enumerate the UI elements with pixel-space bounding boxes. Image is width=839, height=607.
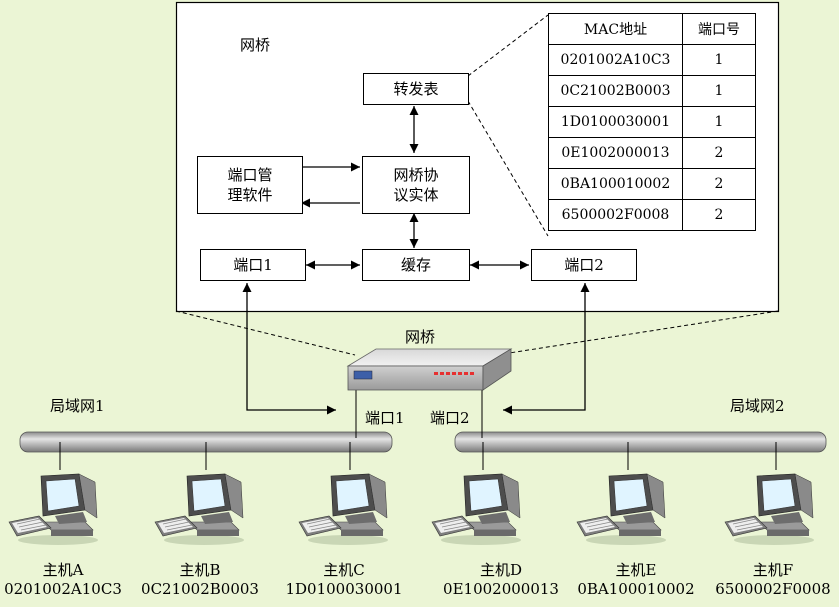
arrow-lan-port1: [242, 283, 336, 415]
host-name: 主机C: [323, 561, 365, 579]
mac-cell: 1D0100030001: [548, 106, 683, 138]
host-name: 主机F: [752, 561, 794, 579]
port-cell: 2: [682, 199, 756, 231]
table-row: 0201002A10C3 1: [548, 44, 756, 76]
computer-e-icon: [576, 473, 667, 546]
port-cell: 2: [682, 137, 756, 169]
host-name: 主机A: [42, 561, 84, 579]
lan2-label: 局域网2: [730, 397, 785, 415]
host-b-label: 主机B 0C21002B0003: [135, 561, 265, 599]
host-name: 主机D: [479, 561, 523, 579]
arrow-lan-port2: [503, 283, 590, 415]
bridge-leds: [434, 372, 474, 375]
computer-d-icon: [431, 473, 522, 546]
port-cell: 1: [682, 106, 756, 138]
bridge-device: [346, 348, 513, 391]
host-mac: 6500002F0008: [715, 580, 831, 598]
lan1-label: 局域网1: [50, 397, 105, 415]
host-mac: 0201002A10C3: [4, 580, 122, 598]
mac-forwarding-table: MAC地址 端口号 0201002A10C3 1 0C21002B0003 1 …: [548, 13, 756, 231]
table-row: 0C21002B0003 1: [548, 75, 756, 107]
table-row: 0BA100010002 2: [548, 168, 756, 200]
computer-a-icon: [8, 473, 99, 546]
host-c-label: 主机C 1D0100030001: [279, 561, 409, 599]
host-mac: 0BA100010002: [577, 580, 695, 598]
header-port: 端口号: [682, 13, 756, 45]
port1-box: 端口1: [200, 249, 306, 281]
mac-cell: 0BA100010002: [548, 168, 683, 200]
buffer-box: 缓存: [362, 249, 470, 281]
protocol-entity-line1: 网桥协: [393, 166, 439, 184]
forwarding-table-box: 转发表: [363, 73, 469, 105]
protocol-entity-box: 网桥协 议实体: [362, 156, 470, 214]
mac-cell: 0C21002B0003: [548, 75, 683, 107]
table-row: 0E1002000013 2: [548, 137, 756, 169]
port-management-line1: 端口管: [227, 166, 273, 184]
computer-b-icon: [154, 473, 245, 546]
port-cell: 2: [682, 168, 756, 200]
host-drop-lines: [59, 442, 777, 470]
bridge-port2-label: 端口2: [430, 409, 470, 427]
table-header-row: MAC地址 端口号: [548, 13, 756, 45]
internal-arrows: [242, 106, 590, 415]
port2-box: 端口2: [531, 249, 637, 281]
table-row: 1D0100030001 1: [548, 106, 756, 138]
host-mac: 1D0100030001: [285, 580, 403, 598]
mac-cell: 6500002F0008: [548, 199, 683, 231]
header-mac: MAC地址: [548, 13, 683, 45]
bridge-device-label: 网桥: [405, 328, 436, 346]
host-mac: 0E1002000013: [443, 580, 559, 598]
computer-f-icon: [724, 473, 815, 546]
port-cell: 1: [682, 44, 756, 76]
host-f-label: 主机F 6500002F0008: [708, 561, 838, 599]
bridge-links: [355, 390, 483, 438]
host-name: 主机E: [615, 561, 657, 579]
bridge-port1-label: 端口1: [365, 409, 405, 427]
port-management-line2: 理软件: [227, 186, 273, 204]
host-d-label: 主机D 0E1002000013: [436, 561, 566, 599]
host-mac: 0C21002B0003: [141, 580, 259, 598]
mac-cell: 0201002A10C3: [548, 44, 683, 76]
protocol-entity-line2: 议实体: [393, 186, 439, 204]
port-management-box: 端口管 理软件: [197, 156, 303, 214]
lan2-cable: [454, 431, 827, 453]
table-row: 6500002F0008 2: [548, 199, 756, 231]
port-cell: 1: [682, 75, 756, 107]
computer-c-icon: [298, 473, 389, 546]
host-e-label: 主机E 0BA100010002: [571, 561, 701, 599]
host-name: 主机B: [179, 561, 221, 579]
detail-title: 网桥: [240, 36, 271, 54]
host-a-label: 主机A 0201002A10C3: [0, 561, 128, 599]
mac-cell: 0E1002000013: [548, 137, 683, 169]
